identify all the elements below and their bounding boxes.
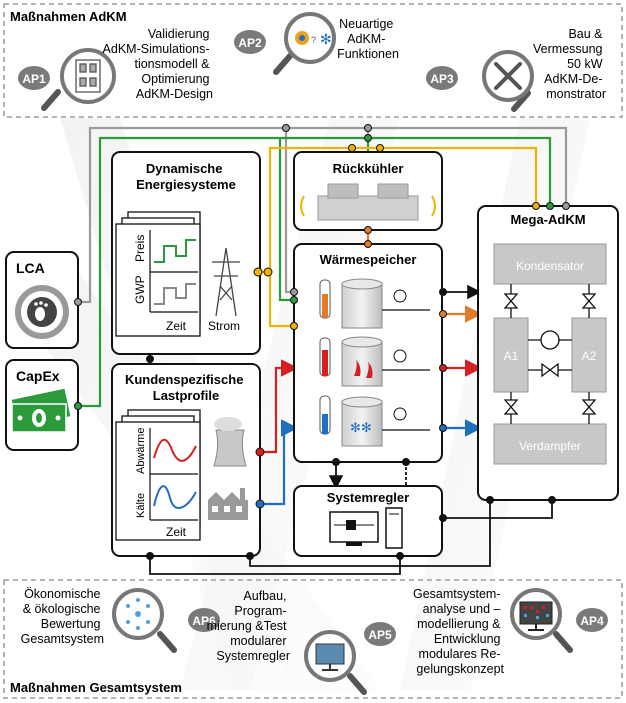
magnifier-icon (482, 50, 534, 112)
svg-text:Kundenspezifische Lastpr: Kundenspezifische Lastprofile (125, 372, 247, 403)
dynamic-energy-box: Dynamische Energiesysteme Preis GWP Zeit… (111, 151, 273, 355)
storage-tank-cold: ✻✻ (319, 395, 430, 447)
heat-cold-chart: Abwärme Kälte Zeit (115, 409, 201, 541)
valve-icons (503, 284, 597, 424)
ap6-group: Ökonomische & ökologische Bewertung Gesa… (21, 587, 220, 653)
test-rig-icon (75, 59, 101, 93)
svg-text:Wärmespeicher: Wärmespeicher (320, 252, 417, 267)
ap4-text: Gesamtsystem- analyse und – modellierung… (413, 587, 505, 676)
computer-icon (329, 507, 403, 549)
svg-text:✻✻: ✻✻ (350, 420, 372, 435)
storage-tank-hot (319, 336, 430, 387)
network-globe-icon (126, 598, 150, 630)
svg-text:?: ? (311, 35, 316, 45)
capex-box: CapEx (5, 359, 79, 451)
ap3-badge: AP3 (426, 66, 458, 90)
ap5-text: Aufbau, Program- mierung &Test modularer… (207, 589, 290, 663)
svg-text:AP2: AP2 (238, 36, 262, 50)
svg-text:AP3: AP3 (430, 72, 454, 86)
ap3-text: Bau & Vermessung 50 kW AdKM-De- monstrat… (533, 27, 606, 101)
ap2-group: ? ✻ AP2 Neuartige AdKM- Funktionen (234, 12, 399, 75)
svg-text:Mega-AdKM: Mega-AdKM (510, 212, 585, 227)
svg-text:Zeit: Zeit (166, 525, 187, 539)
ap2-badge: AP2 (234, 30, 266, 54)
ap1-badge: AP1 (18, 66, 50, 90)
top-panel-title: Maßnahmen AdKM (10, 9, 127, 24)
bottom-panel-title: Maßnahmen Gesamtsystem (10, 680, 182, 695)
storage-tank-warm (319, 278, 430, 329)
factory-icon (208, 488, 248, 520)
svg-text:Systemregler: Systemregler (327, 490, 409, 505)
svg-text:CapEx: CapEx (16, 368, 60, 384)
top-panel: Maßnahmen AdKM AP1 Validierung AdKM-Simu… (3, 3, 623, 118)
svg-text:AP6: AP6 (192, 614, 216, 628)
ap3-group: AP3 Bau & Vermessung 50 kW AdKM-De- mons… (426, 27, 606, 112)
magnifier-icon (41, 48, 116, 111)
ap1-group: AP1 Validierung AdKM-Simulations- tionsm… (18, 27, 214, 111)
dry-cooler-icon (300, 183, 436, 221)
money-icon (11, 388, 71, 433)
svg-text:Dynamische Energiesystem: Dynamische Energiesysteme (136, 161, 236, 192)
magnifier-icon (112, 588, 177, 653)
ap6-text: Ökonomische & ökologische Bewertung Gesa… (21, 587, 104, 646)
svg-text:✻: ✻ (320, 31, 332, 47)
svg-text:Strom: Strom (208, 319, 240, 333)
mega-adkm-box: Mega-AdKM Kondensator Verdampfer A1 A2 (477, 205, 619, 501)
ap5-group: Aufbau, Program- mierung &Test modularer… (207, 589, 396, 695)
svg-text:Abwärme: Abwärme (135, 428, 147, 474)
svg-text:Preis: Preis (133, 235, 147, 262)
footprint-recycle-icon (15, 285, 69, 339)
ap2-text: Neuartige AdKM- Funktionen (337, 17, 399, 61)
svg-text:AP1: AP1 (22, 72, 46, 86)
monitor-chart-icon (519, 601, 553, 631)
rueckkuehler-box: Rückkühler (293, 151, 443, 231)
bottom-panel: Maßnahmen Gesamtsystem Ökonomische & öko… (3, 579, 623, 699)
svg-text:LCA: LCA (16, 260, 45, 276)
magnifier-icon (273, 12, 336, 75)
cooling-tower-icon (213, 417, 247, 467)
tools-icon (494, 62, 522, 90)
ap1-text: Validierung AdKM-Simulations- tionsmodel… (103, 27, 214, 101)
svg-text:Kälte: Kälte (135, 493, 147, 518)
ap4-badge: AP4 (576, 608, 608, 632)
power-tower-icon (212, 247, 240, 317)
price-gwp-chart: Preis GWP Zeit (115, 211, 201, 337)
svg-text:Verdampfer: Verdampfer (519, 439, 581, 453)
svg-text:Kondensator: Kondensator (516, 259, 584, 273)
monitor-control-icon (315, 643, 345, 671)
lca-box: LCA (5, 251, 79, 349)
connection-dots (74, 124, 570, 560)
ap5-badge: AP5 (364, 622, 396, 646)
sun-and-snowflake-icon: ? ✻ (295, 31, 332, 47)
load-profiles-box: Kundenspezifische Lastprofile Abwärme Kä… (111, 363, 265, 557)
systemregler-box: Systemregler (293, 485, 443, 557)
svg-text:A1: A1 (504, 349, 519, 363)
svg-text:Zeit: Zeit (166, 319, 187, 333)
ap6-badge: AP6 (188, 608, 220, 632)
waermespeicher-box: Wärmespeicher ✻✻ (293, 243, 443, 463)
ap4-group: Gesamtsystem- analyse und – modellierung… (413, 587, 608, 676)
svg-text:A2: A2 (582, 349, 597, 363)
svg-text:GWP: GWP (133, 275, 147, 304)
svg-text:AP5: AP5 (368, 628, 392, 642)
svg-text:AP4: AP4 (580, 614, 604, 628)
svg-text:Rückkühler: Rückkühler (333, 161, 404, 176)
